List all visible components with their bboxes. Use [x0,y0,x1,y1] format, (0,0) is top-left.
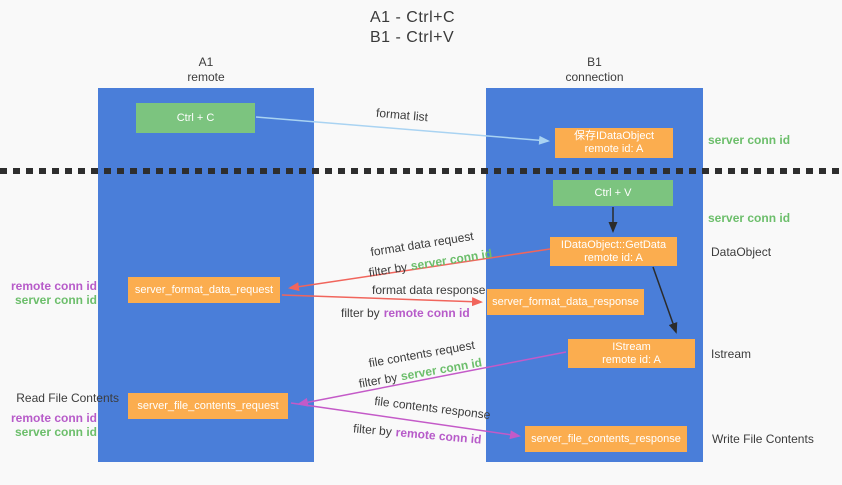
lane-b-id: B1 [587,55,602,69]
title-line-ctrl-c: A1 - Ctrl+C [370,9,456,26]
node-ctrl-v: Ctrl + V [553,180,673,206]
lane-a-role: remote [187,70,225,84]
node-getdata-line2: remote id: A [584,251,643,264]
node-ctrl-c: Ctrl + C [136,103,255,133]
istream-annotation: Istream [711,347,752,361]
node-format-request-label: server_format_data_request [134,283,274,296]
remote-conn-id-highlight: remote conn id [395,425,483,447]
server-conn-id-annotation: server conn id [14,425,97,439]
filter-by-text: filter by [357,370,399,391]
node-istream-line1: IStream [612,340,651,353]
format-conn-id-pair: remote conn id server conn id [0,279,97,307]
file-contents-response-label: file contents response [373,393,492,423]
remote-conn-id-highlight: remote conn id [383,306,470,320]
node-save-dataobject-line1: 保存IDataObject [573,130,655,142]
format-list-label: format list [375,105,429,125]
filter-by-text: filter by [367,259,409,280]
node-ctrl-v-label: Ctrl + V [594,186,632,199]
node-istream-line2: remote id: A [602,353,661,366]
server-conn-id-annotation: server conn id [14,293,97,307]
dataobject-annotation: DataObject [711,245,772,259]
node-save-dataobject-line2: remote id: A [584,143,644,155]
format-data-response-label: format data response [372,283,486,297]
lane-b-role: connection [565,70,624,84]
server-conn-id-annotation-mid: server conn id [708,211,791,225]
node-ctrl-c-label: Ctrl + C [176,111,215,124]
diagram-title: A1 - Ctrl+C B1 - Ctrl+V [370,8,455,48]
phase-divider-dotted-line [0,168,842,174]
server-conn-id-annotation-top: server conn id [708,133,791,147]
lane-a-header: A1 remote [98,55,314,85]
filter-by-text: filter by [352,421,393,439]
file-conn-id-pair: remote conn id server conn id [0,411,97,439]
remote-conn-id-annotation: remote conn id [10,411,97,425]
node-server-format-data-request: server_format_data_request [128,277,280,303]
node-format-response-label: server_format_data_response [492,295,639,308]
node-file-request-label: server_file_contents_request [137,399,279,412]
write-file-contents-annotation: Write File Contents [712,432,814,446]
remote-conn-id-annotation: remote conn id [10,279,97,293]
title-line-ctrl-v: B1 - Ctrl+V [370,29,455,46]
filter-by-text: filter by [341,306,380,320]
node-server-file-contents-request: server_file_contents_request [128,393,288,419]
node-save-dataobject: 保存IDataObject remote id: A [555,128,673,158]
node-server-file-contents-response: server_file_contents_response [525,426,687,452]
node-idataobject-getdata: IDataObject::GetData remote id: A [550,237,677,266]
node-istream: IStream remote id: A [568,339,695,368]
node-file-response-label: server_file_contents_response [531,432,681,445]
node-server-format-data-response: server_format_data_response [487,289,644,315]
read-file-contents-annotation: Read File Contents [16,391,119,405]
lane-b-header: B1 connection [486,55,703,85]
lane-a-id: A1 [198,55,214,69]
node-getdata-line1: IDataObject::GetData [560,238,667,251]
